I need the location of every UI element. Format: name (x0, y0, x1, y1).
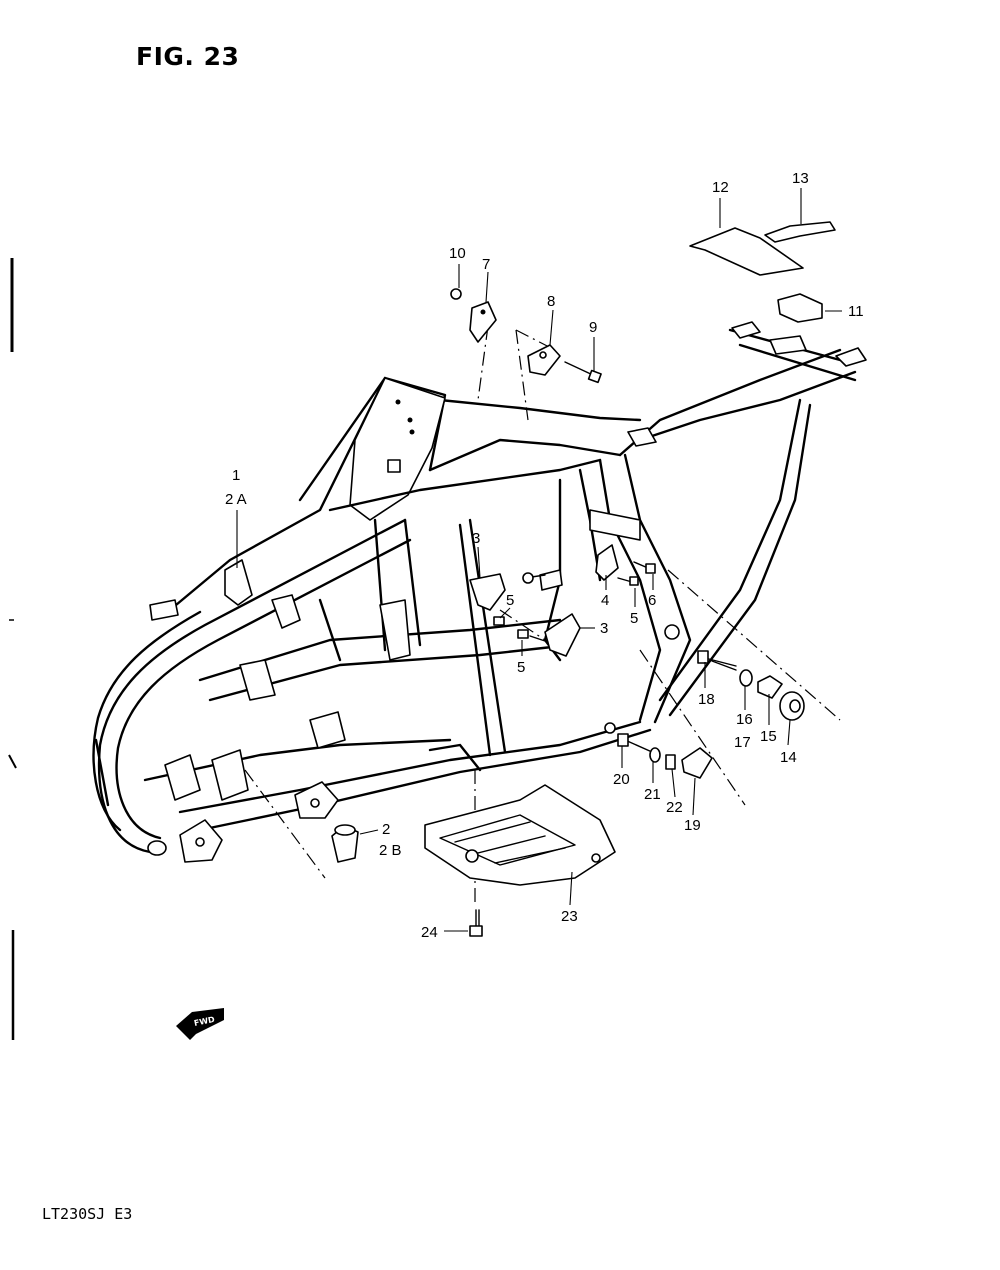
leader-lines (236, 188, 842, 932)
callout-14: 14 (780, 749, 797, 766)
part-22-collar (665, 754, 676, 770)
callout-15: 15 (760, 728, 777, 745)
callout-5-c: 5 (630, 610, 638, 627)
part-8-bracket (527, 344, 561, 376)
part-12-cover (689, 227, 804, 276)
part-3-mount-left (469, 573, 506, 611)
callout-21: 21 (644, 786, 661, 803)
callout-3-right: 3 (600, 620, 608, 637)
part-16-washer (739, 669, 753, 687)
callout-2: 2 (382, 821, 390, 838)
part-3-mount-right (544, 613, 581, 657)
callout-18: 18 (698, 691, 715, 708)
callout-22: 22 (666, 799, 683, 816)
callout-16: 16 (736, 711, 753, 728)
callout-5-b: 5 (517, 659, 525, 676)
part-23-skid-plate (424, 784, 616, 886)
callout-7: 7 (482, 256, 490, 273)
part-13-clip (764, 221, 836, 243)
callout-19: 19 (684, 817, 701, 834)
callout-10: 10 (449, 245, 466, 262)
callout-4: 4 (601, 592, 609, 609)
part-15-collar (757, 675, 783, 699)
callout-20: 20 (613, 771, 630, 788)
callout-11: 11 (848, 303, 864, 320)
callout-8: 8 (547, 293, 555, 310)
figure-title: FIG. 23 (136, 42, 240, 71)
fwd-arrow-icon: FWD (176, 1008, 224, 1040)
callout-6: 6 (648, 592, 656, 609)
part-10-nut (450, 288, 462, 300)
alignment-lines (244, 325, 841, 905)
part-19-cushion (681, 747, 713, 779)
fwd-label: FWD (193, 1015, 216, 1028)
model-code: LT230SJ E3 (42, 1205, 133, 1223)
scan-edge-marks (8, 258, 17, 1040)
callout-13: 13 (792, 170, 809, 187)
part-18-bolt (704, 657, 737, 667)
callout-17: 17 (734, 734, 751, 751)
callout-9: 9 (589, 319, 597, 336)
part-11-bracket (777, 293, 823, 323)
callout-23: 23 (561, 908, 578, 925)
part-4-bracket (595, 544, 619, 581)
callout-2a: 2 A (225, 491, 247, 508)
callout-24: 24 (421, 924, 438, 941)
main-frame (92, 321, 867, 863)
callout-2b: 2 B (379, 842, 402, 859)
callout-12: 12 (712, 179, 729, 196)
callout-1: 1 (232, 467, 240, 484)
part-21-washer (649, 747, 661, 763)
callout-labels: 12 13 11 10 7 8 9 1 2 A 3 3 5 5 4 5 6 18… (225, 170, 864, 941)
part-20-bolt (624, 739, 653, 753)
callout-3-left: 3 (472, 530, 480, 547)
part-7-bracket (469, 301, 497, 343)
parts (331, 221, 836, 937)
callout-5-a: 5 (506, 592, 514, 609)
